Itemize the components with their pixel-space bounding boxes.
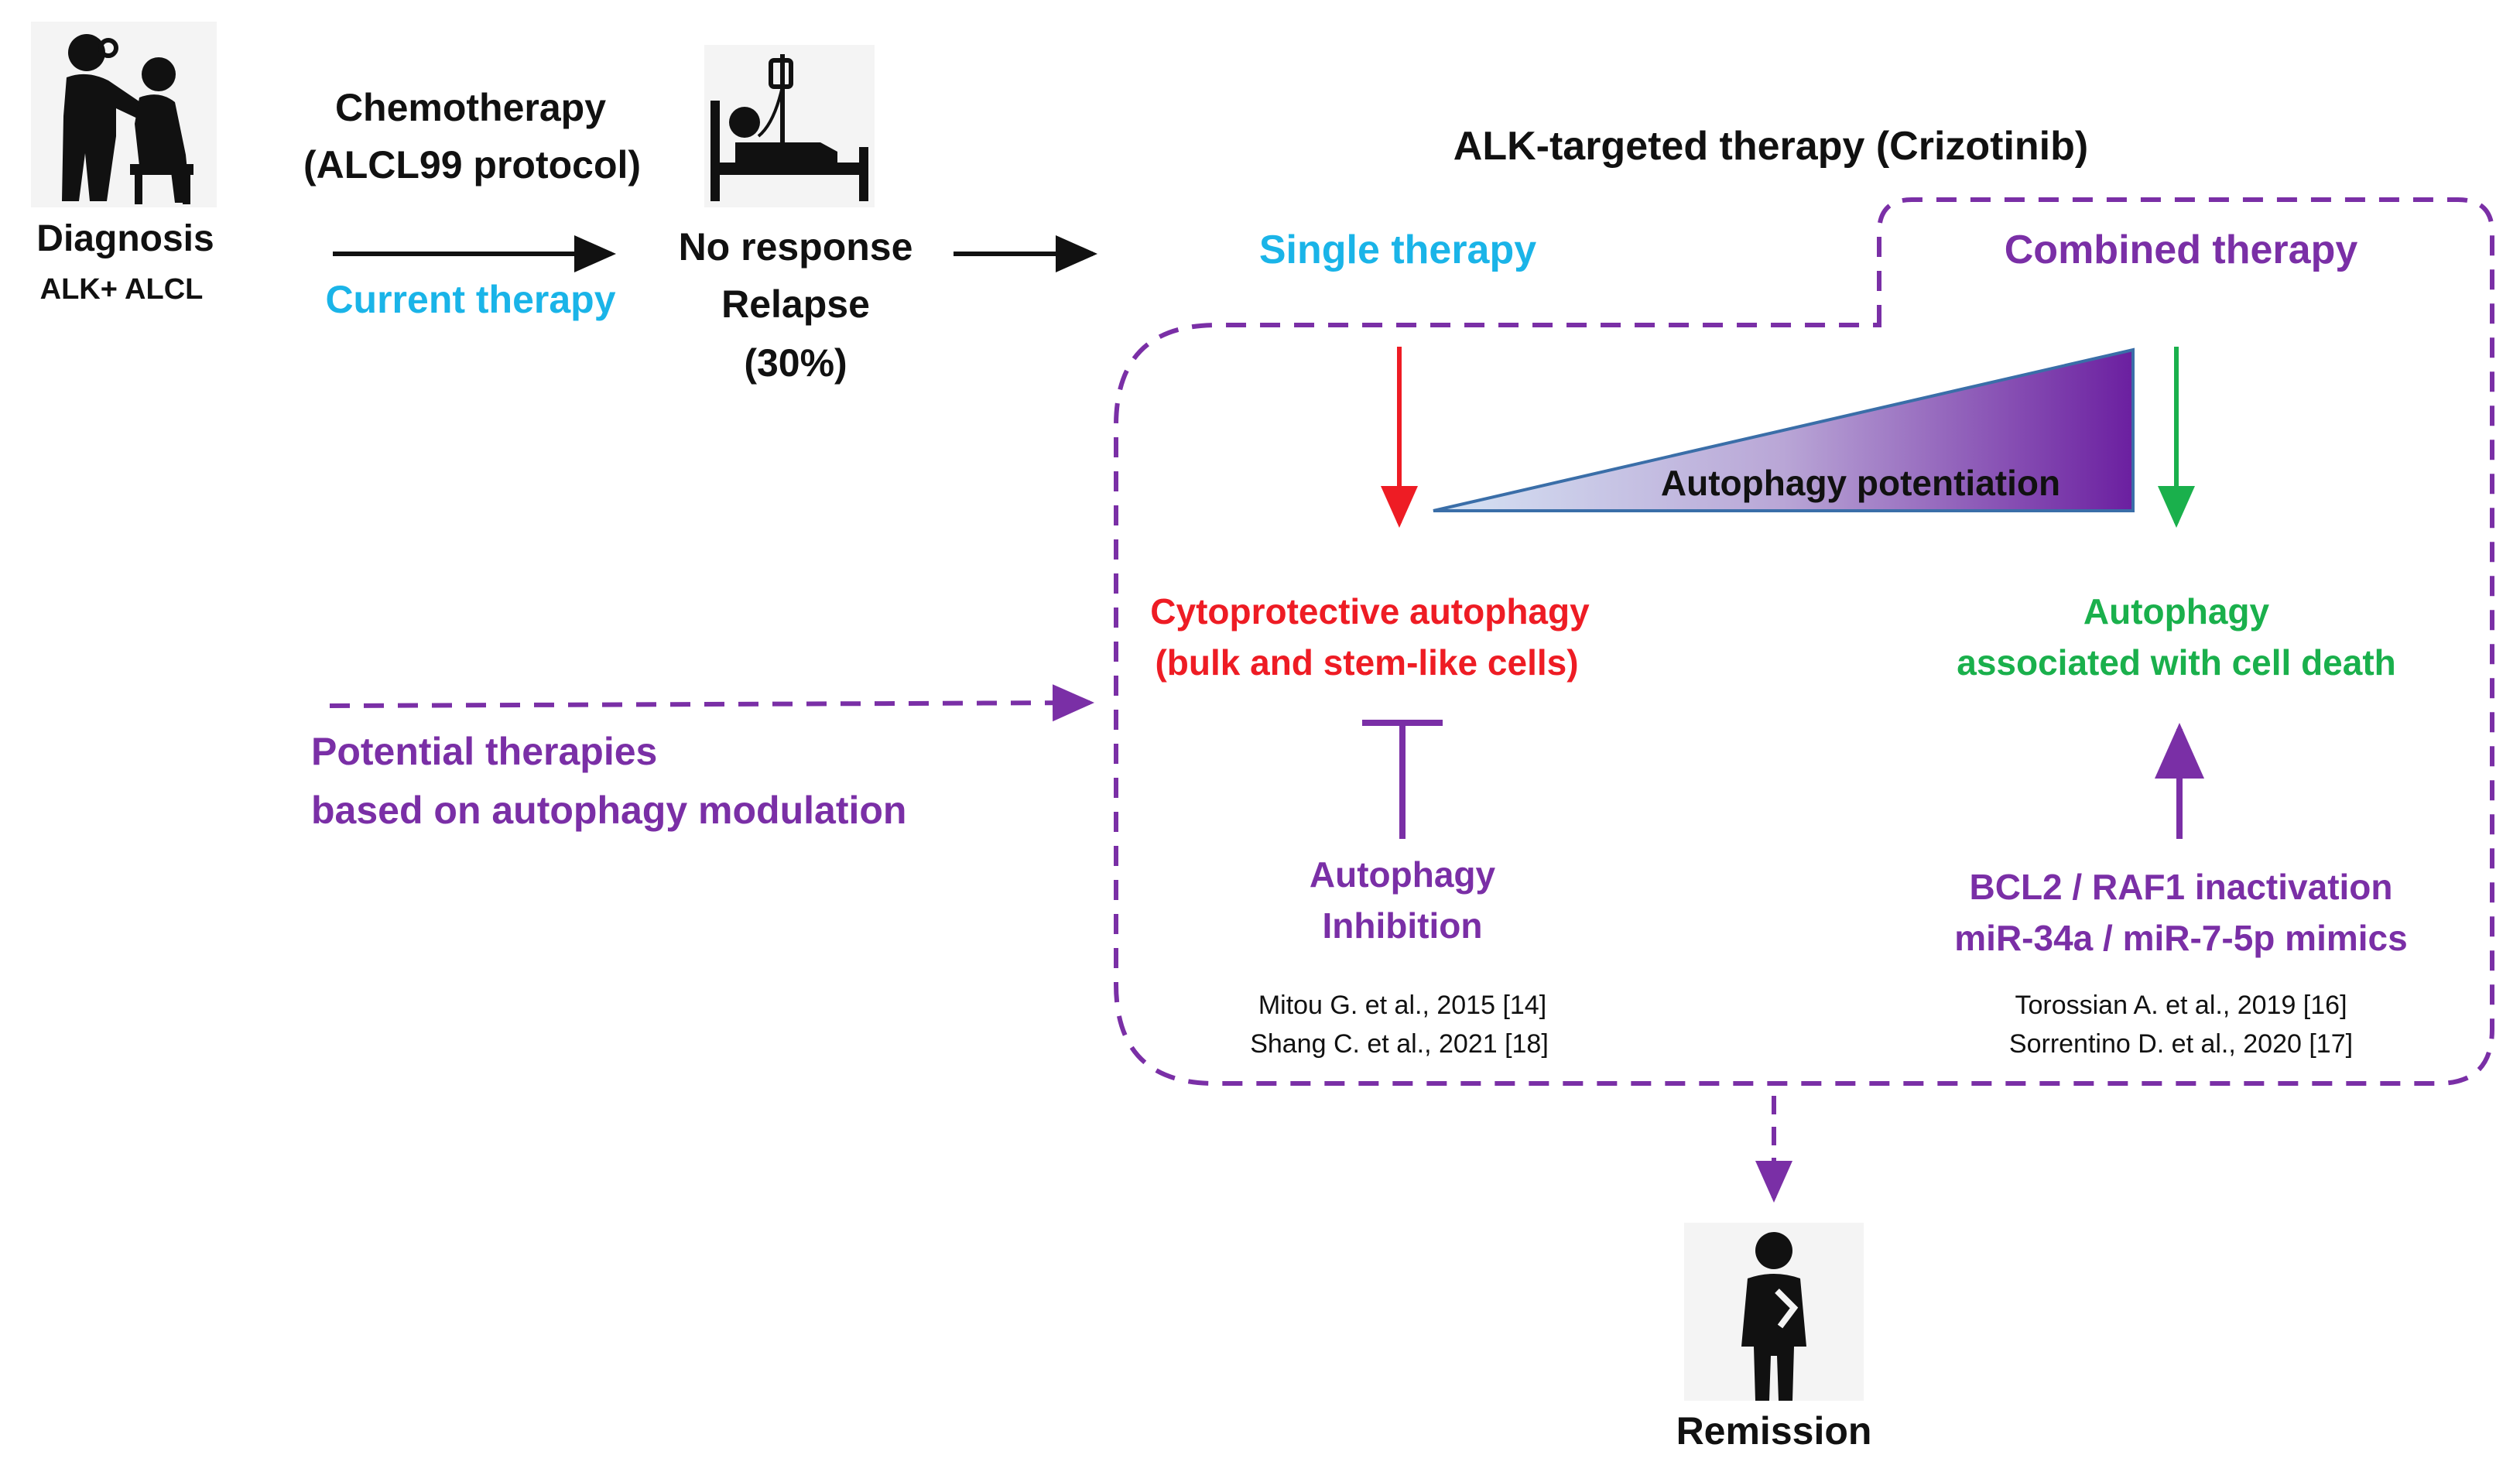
relapse-percent: (30%) [744,341,847,385]
combined-therapy-label: Combined therapy [2005,228,2358,272]
diagnosis-title: Diagnosis [36,218,214,259]
cytoprotective-autophagy-label: Cytoprotective autophagy [1150,591,1590,631]
inhibition-ref-2: Shang C. et al., 2021 [18] [1250,1029,1549,1059]
autophagy-potentiation-label: Autophagy potentiation [1661,463,2060,503]
celldeath-autophagy-label: Autophagy [2083,591,2270,631]
mimics-ref-2: Sorrentino D. et al., 2020 [17] [2009,1029,2353,1059]
mimics-ref-1: Torossian A. et al., 2019 [16] [2015,991,2347,1020]
remission-label: Remission [1676,1409,1872,1453]
cytoprotective-cells-label: (bulk and stem-like cells) [1155,642,1578,683]
inhibition-label: Inhibition [1323,905,1483,946]
no-response-label: No response [679,225,913,269]
celldeath-associated-label: associated with cell death [1957,642,2396,683]
chemo-protocol: (ALCL99 protocol) [303,143,641,187]
single-therapy-label: Single therapy [1259,228,1536,272]
autophagy-inhibition-label: Autophagy [1310,854,1496,895]
bcl2-raf1-label: BCL2 / RAF1 inactivation [1970,867,2393,907]
combined-therapy-boundary [1114,197,2494,1086]
standing-person-icon [1684,1223,1864,1401]
alk-therapy-title: ALK-targeted therapy (Crizotinib) [1453,124,2088,169]
inhibition-ref-1: Mitou G. et al., 2015 [14] [1258,991,1546,1020]
relapse-label: Relapse [721,282,870,326]
mirna-mimics-label: miR-34a / miR-7-5p mimics [1954,918,2407,958]
hospital-bed-icon [704,45,875,207]
autophagy-potentiation-wedge [1433,347,2135,512]
potential-therapies-label: Potential therapies [311,730,657,773]
doctor-patient-icon [31,22,217,207]
chemo-title: Chemotherapy [335,86,606,129]
current-therapy-label: Current therapy [325,278,615,321]
diagnosis-subtitle: ALK+ ALCL [40,273,204,306]
autophagy-modulation-label: based on autophagy modulation [311,789,906,832]
potential-therapies-arrow [329,684,1094,722]
